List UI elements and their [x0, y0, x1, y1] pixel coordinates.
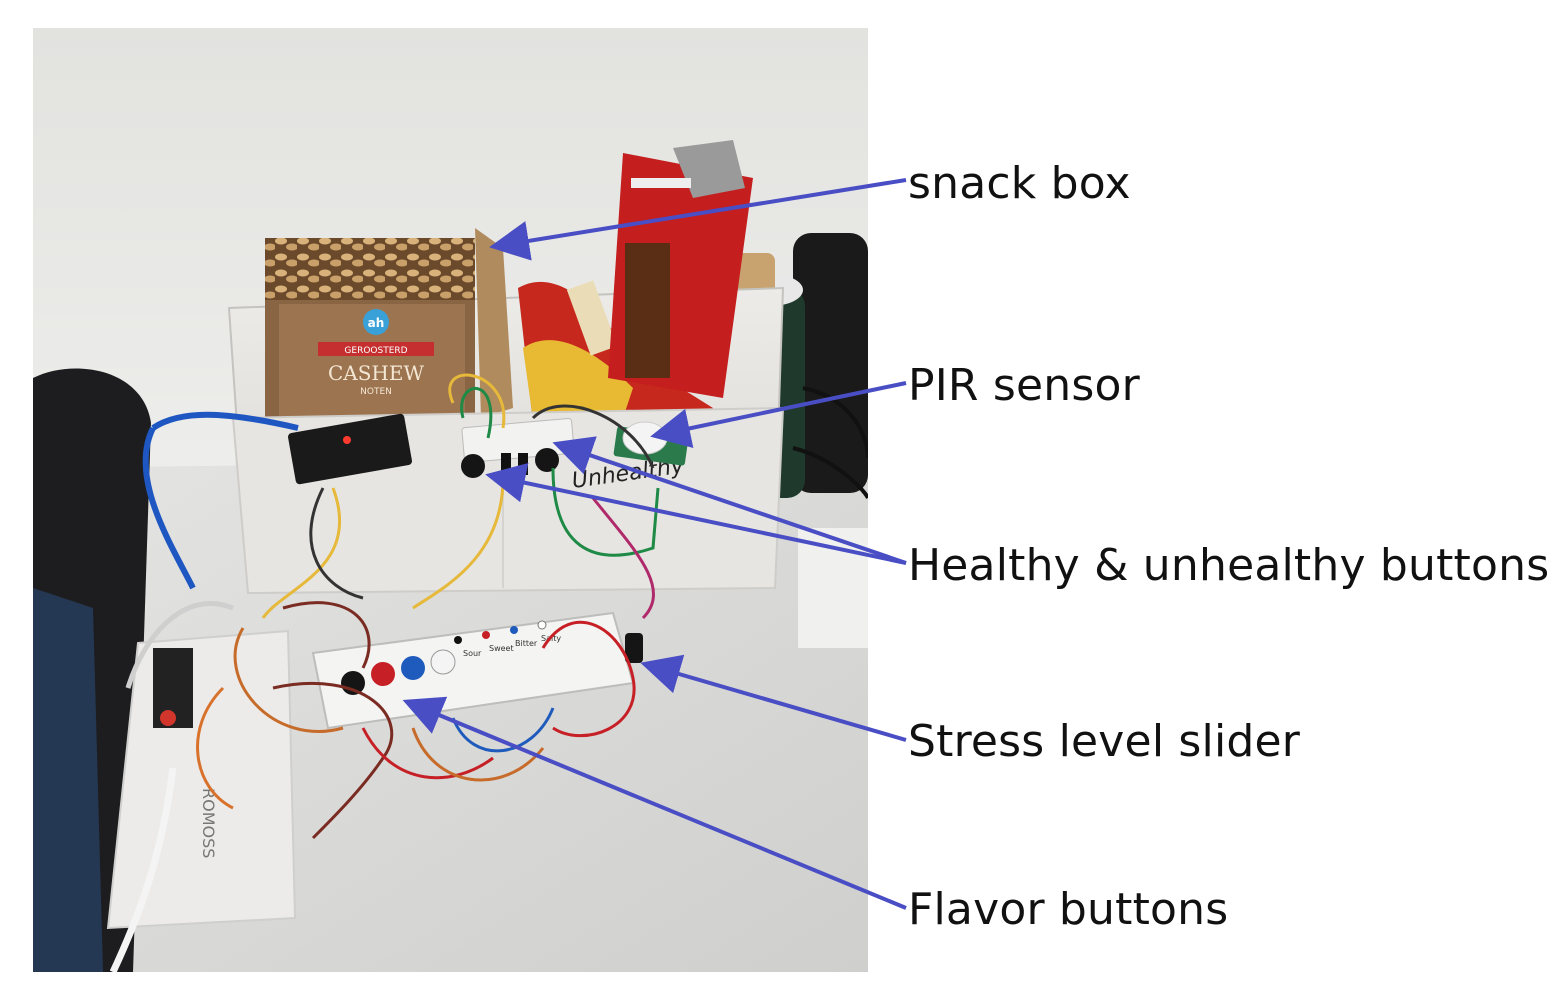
flavor-mark-1: Sweet — [489, 644, 514, 653]
power-bank — [106, 629, 297, 930]
cashew-sub-text: NOTEN — [360, 387, 392, 397]
setup-photo: ah GEROOSTERD CASHEW NOTEN Unhealthy ROM… — [33, 28, 868, 972]
flavor-mark-2: Bitter — [515, 639, 538, 648]
cashew-small-text: GEROOSTERD — [344, 346, 407, 356]
label-snack-box: snack box — [908, 158, 1131, 209]
flavor-button-bitter — [401, 656, 425, 680]
healthy-button — [461, 454, 485, 478]
unhealthy-button — [535, 448, 559, 472]
powerbank-text: ROMOSS — [199, 788, 218, 858]
esp32-board — [288, 413, 412, 485]
flavor-mark-0: Sour — [463, 649, 482, 658]
cashew-logo: ah — [368, 316, 385, 330]
label-stress-level-slider: Stress level slider — [908, 716, 1301, 767]
label-healthy-unhealthy-buttons: Healthy & unhealthy buttons — [908, 540, 1550, 591]
stress-slider — [625, 633, 643, 663]
label-flavor-buttons: Flavor buttons — [908, 884, 1229, 935]
cashew-main-text: CASHEW — [328, 361, 424, 385]
label-pir-sensor: PIR sensor — [908, 360, 1140, 411]
flavor-button-sweet — [371, 662, 395, 686]
flavor-button-salty — [430, 649, 456, 675]
